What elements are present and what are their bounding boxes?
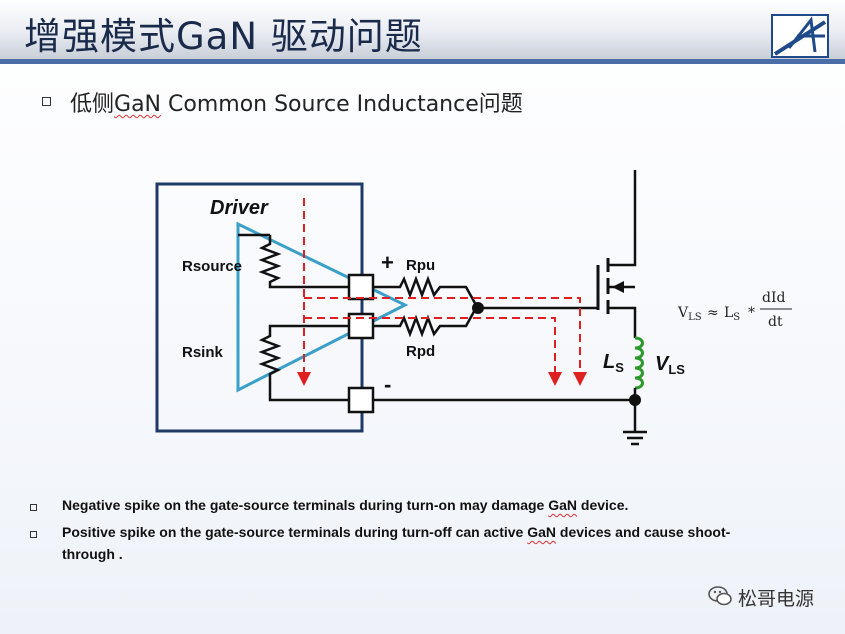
svg-text:dt: dt — [768, 314, 783, 330]
ls-inductor — [634, 336, 644, 390]
subtitle: 低侧GaN Common Source Inductance问题 — [70, 86, 523, 118]
ground-icon — [623, 430, 647, 446]
vls-formula: VLS ≈ LS * dId dt — [677, 290, 792, 330]
source-lead — [608, 306, 637, 338]
title-bar: 增强模式GaN 驱动问题 — [0, 0, 845, 64]
current-arrow-right — [573, 372, 587, 386]
subtitle-prefix: 低侧 — [70, 92, 115, 117]
note-1: Negative spike on the gate-source termin… — [62, 497, 628, 513]
svg-text:dId: dId — [762, 290, 785, 306]
terminal-pu — [347, 273, 375, 301]
current-path-dashed — [303, 198, 581, 380]
driver-label: Driver — [210, 197, 269, 219]
note-2-text: Positive spike on the gate-source termin… — [62, 524, 528, 540]
rpu-resistor — [373, 275, 478, 306]
driver-amplifier — [236, 221, 409, 393]
wechat-icon — [708, 586, 732, 606]
rsource-label: Rsource — [182, 258, 242, 275]
rsource-resistor — [258, 235, 350, 289]
note-1-end: device. — [577, 497, 629, 513]
svg-text:LS: LS — [724, 305, 740, 323]
note-2-gan: GaN — [527, 524, 557, 540]
plus-label: + — [381, 250, 394, 275]
subtitle-middle: Common Source Inductance — [161, 92, 479, 117]
subtitle-bullet-icon — [42, 97, 51, 106]
vls-label: VLS — [655, 353, 685, 377]
drain-lead — [608, 170, 637, 267]
minus-label: - — [384, 372, 391, 397]
driver-box — [155, 182, 364, 433]
note-1-gan: GaN — [548, 497, 578, 513]
current-arrow-mid — [548, 372, 562, 386]
gan-circuit-diagram: Driver Rsource Rsink + - Rpu Rpd — [155, 170, 792, 446]
rsink-label: Rsink — [182, 344, 224, 361]
subtitle-gan: GaN — [114, 92, 162, 117]
svg-text:≈: ≈ — [707, 305, 719, 321]
svg-text:*: * — [748, 305, 755, 321]
page-title: 增强模式GaN 驱动问题 — [24, 15, 423, 58]
ls-label: LS — [603, 351, 624, 375]
note-2-end: devices and cause shoot- — [556, 524, 731, 540]
note-1-text: Negative spike on the gate-source termin… — [62, 497, 549, 513]
current-arrow-left — [297, 372, 311, 386]
note-2-line2: through . — [62, 546, 123, 562]
svg-text:VLS: VLS — [677, 305, 702, 323]
company-logo-icon — [771, 14, 829, 58]
note-bullet-icon — [30, 531, 37, 538]
rpd-resistor — [373, 307, 478, 338]
rpd-label: Rpd — [406, 343, 435, 360]
watermark-text: 松哥电源 — [738, 588, 815, 610]
rpu-label: Rpu — [406, 257, 435, 274]
body-arrow — [612, 281, 624, 293]
terminal-gnd — [347, 386, 375, 414]
rsink-resistor — [258, 324, 350, 402]
note-bullet-icon — [30, 504, 37, 511]
note-2: Positive spike on the gate-source termin… — [62, 524, 730, 540]
subtitle-suffix: 问题 — [478, 92, 523, 117]
